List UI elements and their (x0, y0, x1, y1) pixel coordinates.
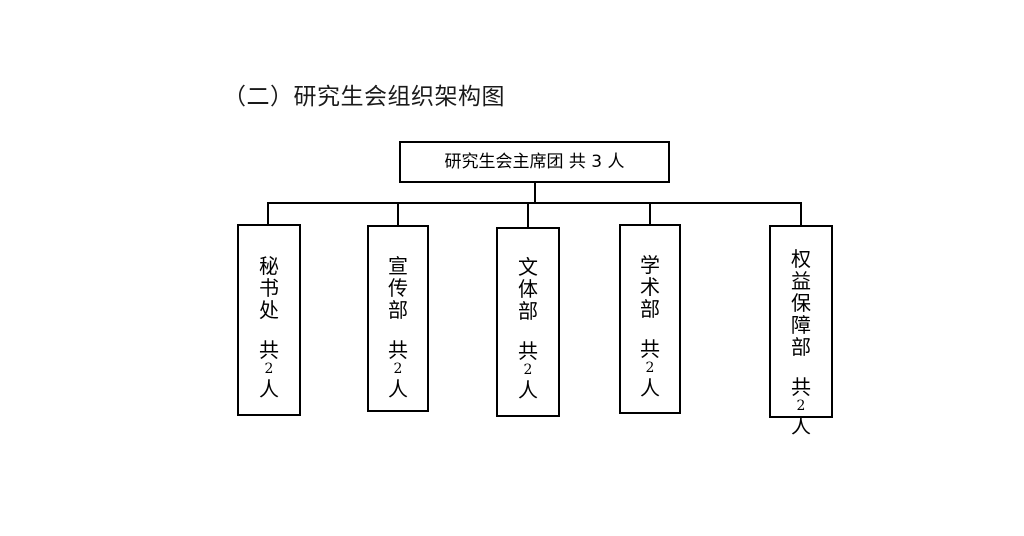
connector-drop-secretariat (267, 203, 269, 225)
connector-drop-rights-protection (800, 203, 802, 226)
org-node-secretariat: 秘 书 处 共 2 人 (237, 224, 301, 416)
org-node-publicity-name: 宣 传 部 (388, 255, 408, 321)
connector-drop-culture-sports (527, 203, 529, 228)
count-unit: 人 (518, 378, 538, 402)
org-node-publicity-text: 宣 传 部 共 2 人 (388, 255, 408, 400)
count-unit: 人 (388, 377, 408, 401)
count-number: 2 (264, 361, 274, 377)
name-char: 体 (518, 277, 538, 301)
name-char: 书 (259, 276, 279, 300)
count-number: 2 (645, 360, 655, 376)
name-char: 部 (518, 299, 538, 323)
count-number: 2 (393, 361, 403, 377)
name-char: 文 (518, 255, 538, 279)
name-char: 保 (791, 291, 811, 315)
name-char: 传 (388, 276, 408, 300)
name-char: 术 (640, 275, 660, 299)
count-prefix: 共 (388, 338, 408, 362)
name-char: 益 (791, 269, 811, 293)
count-prefix: 共 (640, 337, 660, 361)
name-char: 秘 (259, 254, 279, 278)
count-unit: 人 (791, 414, 811, 438)
name-char: 部 (791, 335, 811, 359)
name-char: 部 (388, 298, 408, 322)
org-node-academic: 学 术 部 共 2 人 (619, 224, 681, 414)
count-prefix: 共 (259, 338, 279, 362)
count-number: 2 (796, 398, 806, 414)
name-char: 学 (640, 253, 660, 277)
connector-horizontal-bus (267, 202, 802, 204)
name-char: 处 (259, 298, 279, 322)
count-prefix: 共 (518, 339, 538, 363)
page-title: （二）研究生会组织架构图 (223, 84, 505, 110)
name-char: 宣 (388, 254, 408, 278)
org-node-secretariat-count: 共 2 人 (259, 339, 279, 400)
org-node-culture-sports-name: 文 体 部 (518, 256, 538, 322)
connector-root-stem (534, 183, 536, 204)
connector-drop-academic (649, 203, 651, 225)
org-node-publicity: 宣 传 部 共 2 人 (367, 225, 429, 412)
org-node-rights-protection-count: 共 2 人 (791, 376, 811, 437)
org-node-culture-sports-text: 文 体 部 共 2 人 (518, 256, 538, 401)
connector-drop-publicity (397, 203, 399, 226)
count-unit: 人 (640, 376, 660, 400)
count-prefix: 共 (791, 375, 811, 399)
org-node-secretariat-name: 秘 书 处 (259, 255, 279, 321)
org-node-rights-protection-name: 权 益 保 障 部 (791, 248, 811, 358)
org-node-academic-count: 共 2 人 (640, 338, 660, 399)
org-node-publicity-count: 共 2 人 (388, 339, 408, 400)
count-number: 2 (523, 362, 533, 378)
name-char: 部 (640, 297, 660, 321)
name-char: 权 (791, 247, 811, 271)
org-node-culture-sports: 文 体 部 共 2 人 (496, 227, 560, 417)
org-node-root: 研究生会主席团 共 3 人 (399, 141, 670, 183)
org-node-culture-sports-count: 共 2 人 (518, 340, 538, 401)
org-node-root-label: 研究生会主席团 共 3 人 (444, 152, 625, 172)
org-node-rights-protection: 权 益 保 障 部 共 2 人 (769, 225, 833, 437)
org-node-academic-text: 学 术 部 共 2 人 (640, 254, 660, 399)
org-node-secretariat-text: 秘 书 处 共 2 人 (259, 255, 279, 400)
count-unit: 人 (259, 377, 279, 401)
org-node-academic-name: 学 术 部 (640, 254, 660, 320)
name-char: 障 (791, 313, 811, 337)
org-node-rights-protection-text: 权 益 保 障 部 共 2 人 (791, 248, 811, 437)
